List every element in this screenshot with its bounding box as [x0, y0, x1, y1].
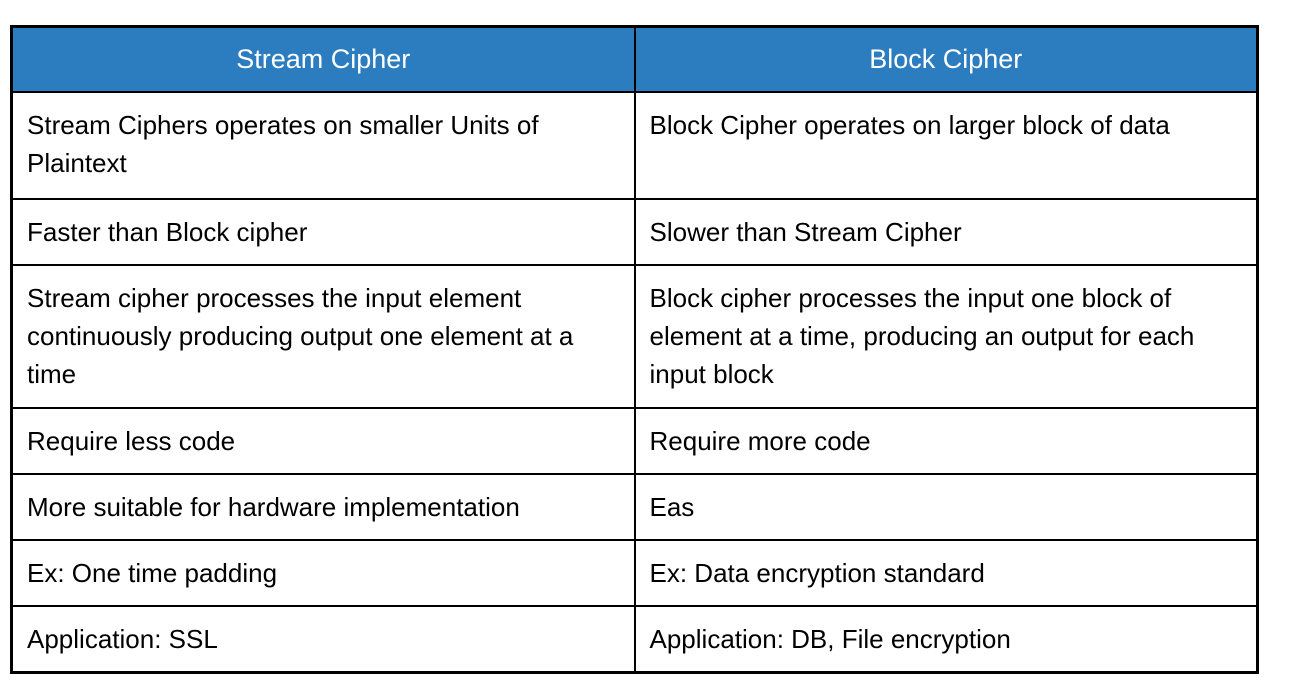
table-cell: Application: SSL	[10, 604, 636, 673]
table-row: Application: SSL Application: DB, File e…	[10, 604, 1259, 673]
table-header-row: Stream Cipher Block Cipher	[10, 25, 1259, 93]
table-cell: Ex: One time padding	[10, 538, 636, 607]
table-row: Require less code Require more code	[10, 406, 1259, 475]
table-cell: Application: DB, File encryption	[633, 604, 1259, 673]
table-cell: Eas	[633, 472, 1259, 541]
table-row: Stream Ciphers operates on smaller Units…	[10, 90, 1259, 200]
table-row: Ex: One time padding Ex: Data encryption…	[10, 538, 1259, 607]
cipher-comparison-table: Stream Cipher Block Cipher Stream Cipher…	[10, 25, 1259, 674]
table-cell: Stream cipher processes the input elemen…	[10, 263, 636, 409]
table-row: More suitable for hardware implementatio…	[10, 472, 1259, 541]
table-cell: Block Cipher operates on larger block of…	[633, 90, 1259, 200]
table-row: Faster than Block cipher Slower than Str…	[10, 197, 1259, 266]
table-cell: Block cipher processes the input one blo…	[633, 263, 1259, 409]
table-cell: Require more code	[633, 406, 1259, 475]
header-block-cipher: Block Cipher	[633, 25, 1259, 93]
table-cell: Faster than Block cipher	[10, 197, 636, 266]
table-cell: More suitable for hardware implementatio…	[10, 472, 636, 541]
table-cell: Require less code	[10, 406, 636, 475]
table-cell: Slower than Stream Cipher	[633, 197, 1259, 266]
table-row: Stream cipher processes the input elemen…	[10, 263, 1259, 409]
table-cell: Stream Ciphers operates on smaller Units…	[10, 90, 636, 200]
table-cell: Ex: Data encryption standard	[633, 538, 1259, 607]
header-stream-cipher: Stream Cipher	[10, 25, 636, 93]
